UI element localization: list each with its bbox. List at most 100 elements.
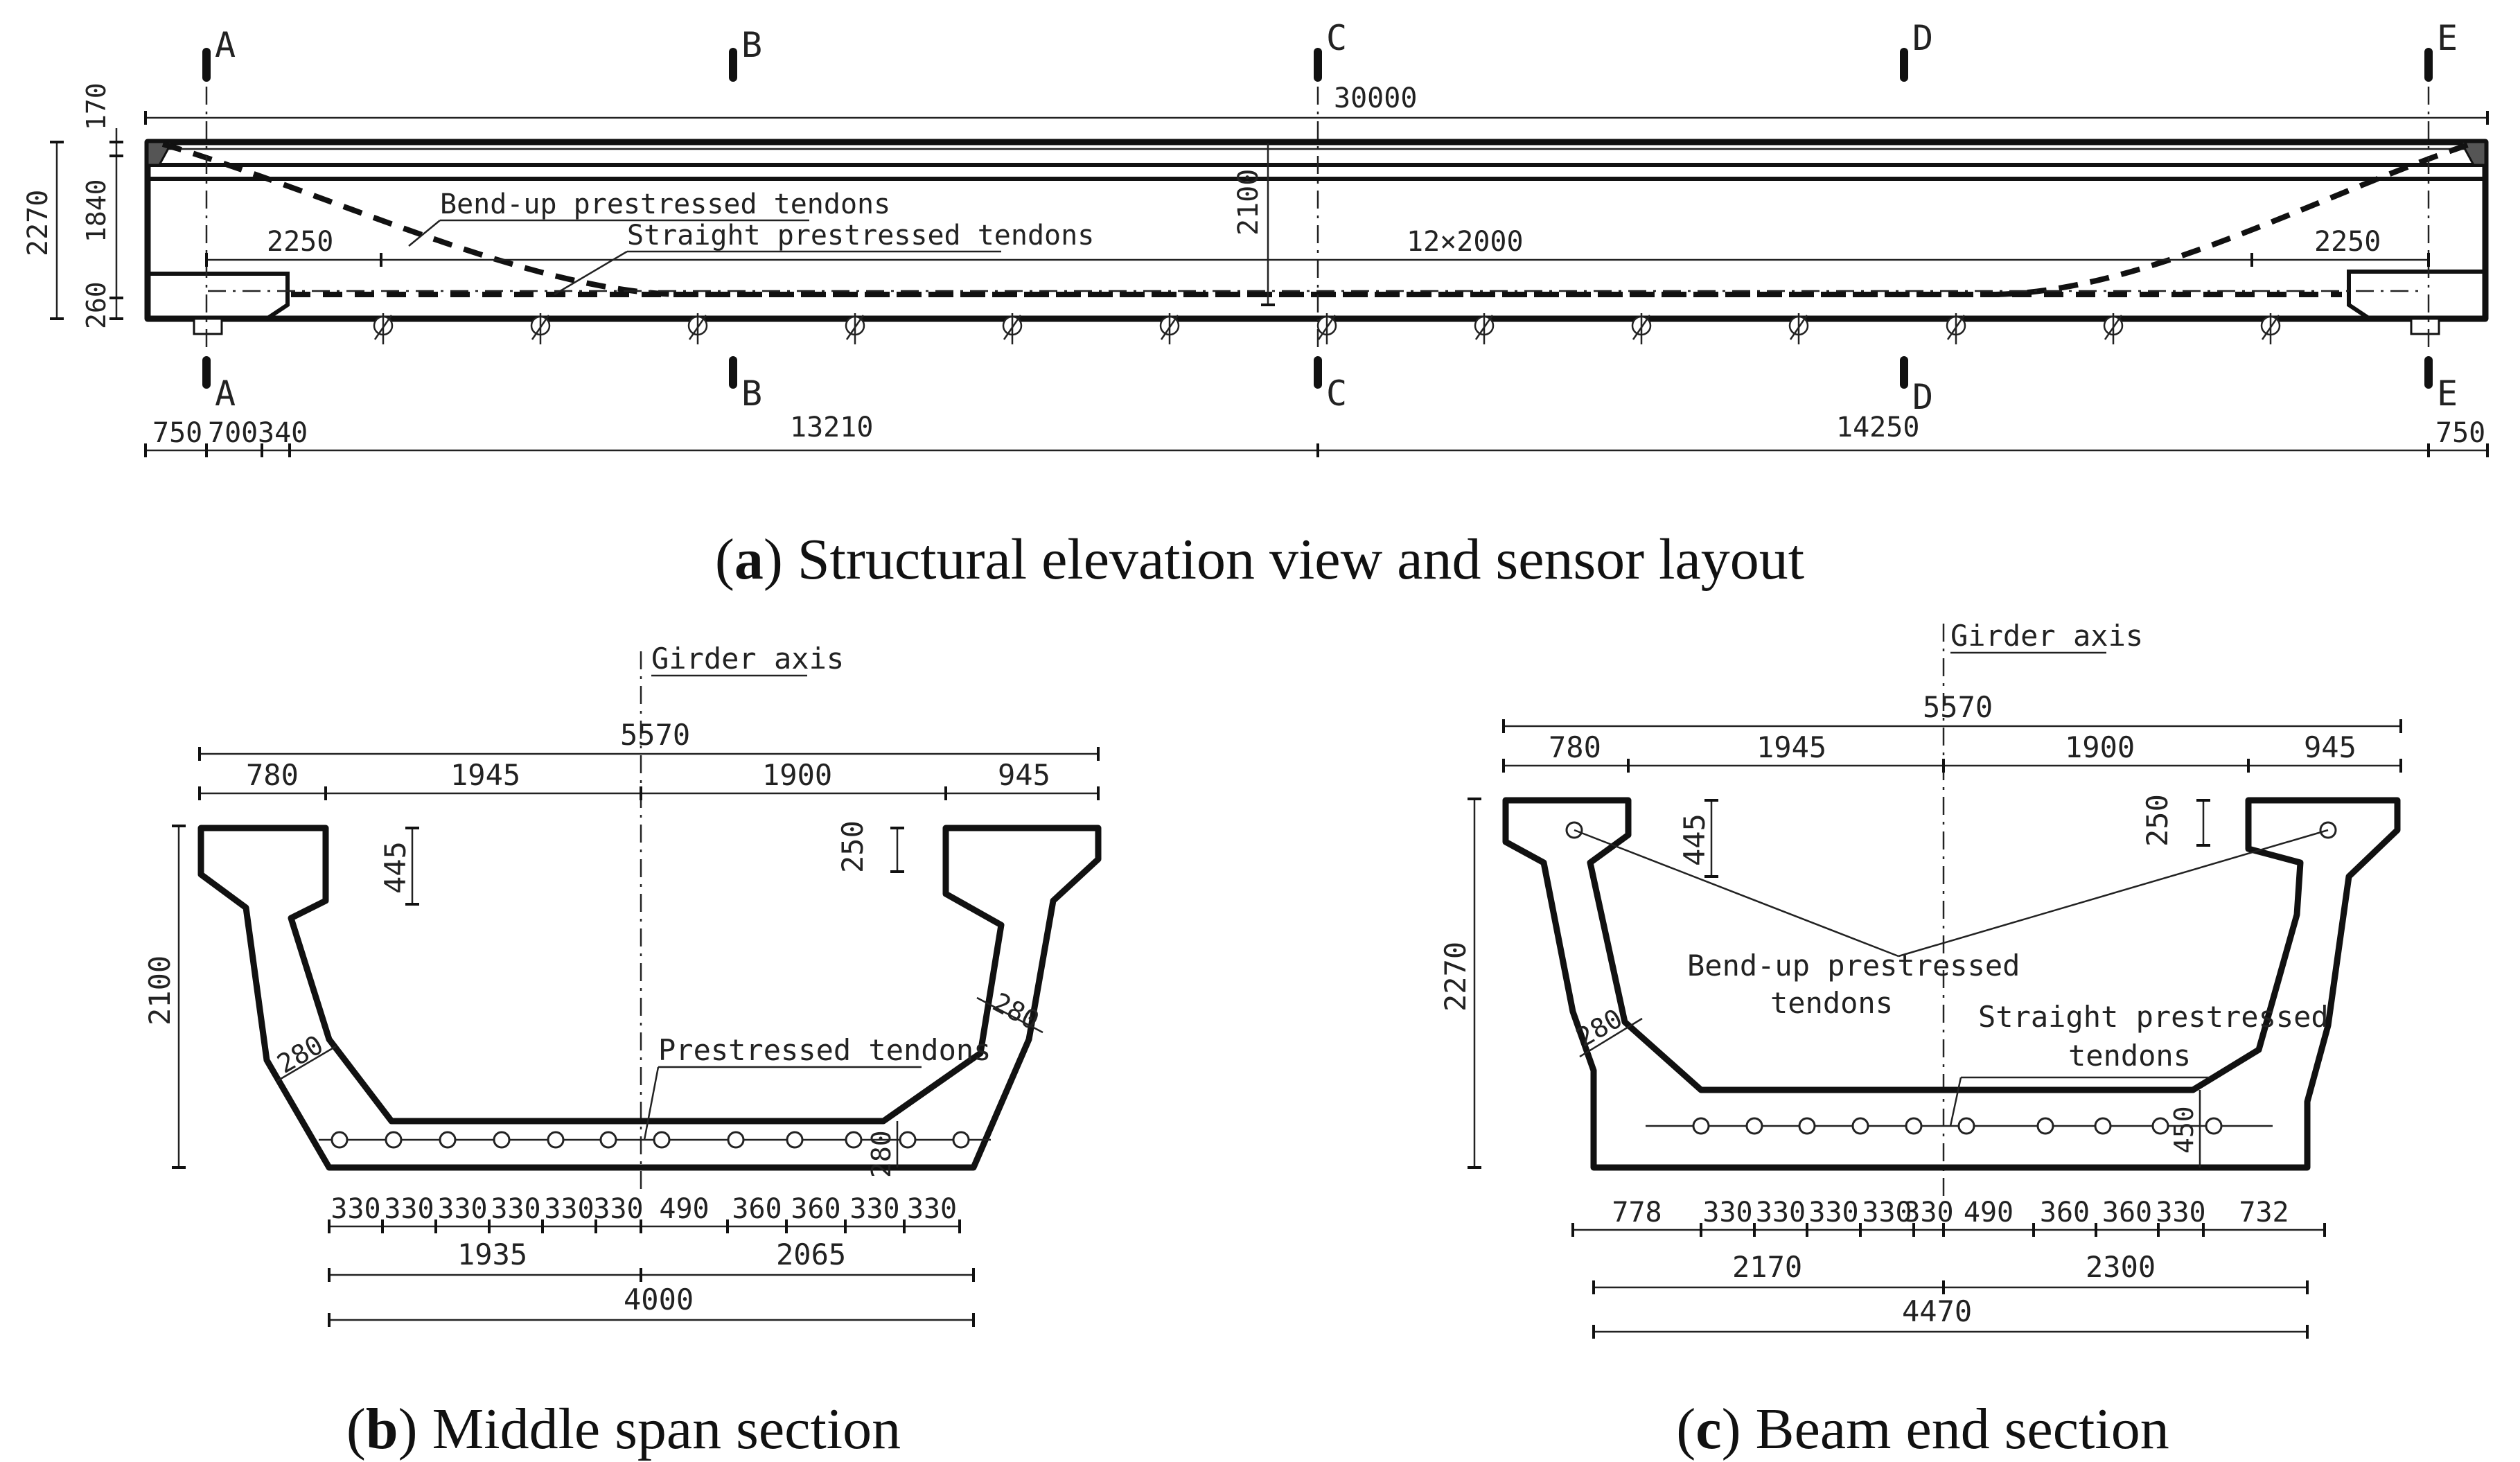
beamend-web-left: 280	[1571, 1003, 1628, 1053]
dim-left-cap: 2250	[267, 226, 333, 258]
strain-sensor	[2103, 313, 2124, 344]
beamend-half-right: 2300	[2086, 1250, 2156, 1284]
beamend-bottom-part-4: 330	[1808, 1197, 1858, 1228]
strain-sensor	[373, 313, 394, 344]
beamend-bottom-part-3: 330	[1756, 1197, 1806, 1228]
straight-tendon	[2036, 1117, 2054, 1135]
midspan-web-left: 280	[272, 1029, 328, 1079]
prestressed-tendon	[845, 1131, 863, 1149]
midspan-half-right: 2065	[776, 1238, 846, 1271]
straight-tendon	[2205, 1117, 2223, 1135]
strain-sensor	[1159, 313, 1180, 344]
midspan-bottom-part-9: 360	[791, 1193, 840, 1225]
beamend-bottom-part-11: 732	[2239, 1197, 2289, 1228]
section-label-e-top: E	[2437, 18, 2458, 58]
section-markers-bottom: A B C D E	[202, 356, 2458, 417]
beamend-half-left: 2170	[1732, 1250, 1802, 1284]
midspan-bottom-part-1: 330	[331, 1193, 380, 1225]
beamend-bendup-label-1: Bend-up prestressed	[1687, 949, 2020, 983]
strain-sensor	[1788, 313, 1809, 344]
midspan-height: 2100	[143, 955, 177, 1025]
prestressed-tendon	[727, 1131, 745, 1149]
beamend-outline	[1502, 797, 2401, 1171]
straight-tendon	[1692, 1117, 1710, 1135]
strain-sensor	[687, 313, 708, 344]
midspan-top-total: 5570	[620, 718, 690, 752]
prestressed-tendon	[385, 1131, 403, 1149]
section-label-d-top: D	[1912, 18, 1933, 58]
strain-sensor	[530, 313, 551, 344]
section-label-c-top: C	[1326, 18, 1347, 58]
strain-sensor	[845, 313, 865, 344]
midspan-bottom-part-4: 330	[491, 1193, 540, 1225]
strain-sensor	[1631, 313, 1652, 344]
elevation-height-dims: 2270 170 1840 260	[22, 82, 123, 329]
bendup-tendons-label: Bend-up prestressed tendons	[440, 188, 890, 220]
midspan-top-part-3: 1900	[762, 758, 832, 792]
section-label-c-bottom: C	[1326, 373, 1347, 414]
midspan-top-part-1: 780	[246, 758, 299, 792]
midspan-bottom-part-3: 330	[437, 1193, 487, 1225]
midspan-tendon-row	[331, 1131, 970, 1149]
prestressed-tendon	[653, 1131, 671, 1149]
straight-tendon	[2151, 1117, 2169, 1135]
caption-c-text: Beam end section	[1756, 1397, 2169, 1461]
bendup-tendon-right	[1995, 141, 2471, 297]
midspan-half-left: 1935	[457, 1238, 527, 1271]
section-label-e-bottom: E	[2437, 373, 2458, 414]
straight-tendon	[1798, 1117, 1816, 1135]
beamend-bendup-label-2: tendons	[1770, 986, 1893, 1020]
prestressed-tendon	[493, 1131, 511, 1149]
midspan-top-part-2: 1945	[450, 758, 520, 792]
beamend-straight-label-2: tendons	[2068, 1039, 2191, 1073]
beamend-top-total: 5570	[1923, 690, 1993, 724]
beamend-flange-right: 250	[2140, 794, 2174, 847]
beamend-section: Girder axis 5570 780 1945 1900 945 2270 …	[1438, 619, 2402, 1461]
strain-sensor	[2260, 313, 2281, 344]
beamend-bottom-part-9: 360	[2102, 1197, 2152, 1228]
strain-sensor	[1474, 313, 1495, 344]
caption-a-text: Structural elevation view and sensor lay…	[798, 527, 1804, 592]
beamend-bottom-part-2: 330	[1702, 1197, 1752, 1228]
prestressed-tendon	[331, 1131, 349, 1149]
midspan-bottom-total: 4000	[624, 1283, 694, 1316]
strain-sensor	[1316, 313, 1337, 344]
straight-tendon	[1745, 1117, 1763, 1135]
beamend-tendon-row	[1692, 1117, 2223, 1135]
dim-bottom-340: 340	[258, 417, 308, 449]
caption-a: (a) Structural elevation view and sensor…	[715, 527, 1804, 592]
dim-height-total: 2270	[22, 190, 54, 256]
beamend-top-part-4: 945	[2304, 730, 2356, 764]
midspan-girder-axis-label: Girder axis	[651, 642, 844, 676]
section-label-d-bottom: D	[1912, 377, 1933, 417]
straight-tendons-label: Straight prestressed tendons	[627, 220, 1094, 252]
midspan-tendons-label: Prestressed tendons	[658, 1033, 991, 1067]
straight-tendon	[1851, 1117, 1869, 1135]
caption-b-text: Middle span section	[432, 1397, 901, 1461]
section-label-a-top: A	[215, 25, 236, 65]
elevation-view: A B C D E 30000	[22, 18, 2489, 592]
beamend-bottom-part-6: 330	[1903, 1197, 1953, 1228]
midspan-outline	[197, 825, 1102, 1171]
dim-bottom-14250: 14250	[1836, 412, 1919, 443]
midspan-bottom-part-6: 330	[593, 1193, 643, 1225]
beamend-girder-axis-label: Girder axis	[1950, 619, 2143, 653]
midspan-bottom-part-8: 360	[732, 1193, 782, 1225]
beamend-bottom-part-8: 360	[2040, 1197, 2090, 1228]
midspan-bottom-part-10: 330	[849, 1193, 899, 1225]
caption-a-letter: a	[734, 527, 764, 592]
midspan-bottom-part-11: 330	[907, 1193, 957, 1225]
beamend-bottom-slab: 450	[2169, 1106, 2199, 1154]
midspan-flange-right: 250	[836, 820, 870, 873]
midspan-flange-left: 445	[378, 841, 412, 894]
straight-tendon	[1905, 1117, 1923, 1135]
beamend-straight-label-1: Straight prestressed	[1978, 1000, 2329, 1034]
dim-total-length-label: 30000	[1334, 82, 1417, 114]
midspan-bottom-part-2: 330	[384, 1193, 434, 1225]
dim-bottom-750-left: 750	[152, 417, 202, 449]
section-label-a-bottom: A	[215, 373, 236, 414]
midspan-bottom-slab: 280	[866, 1130, 897, 1178]
dim-mid-height: 2100	[1233, 169, 1265, 236]
